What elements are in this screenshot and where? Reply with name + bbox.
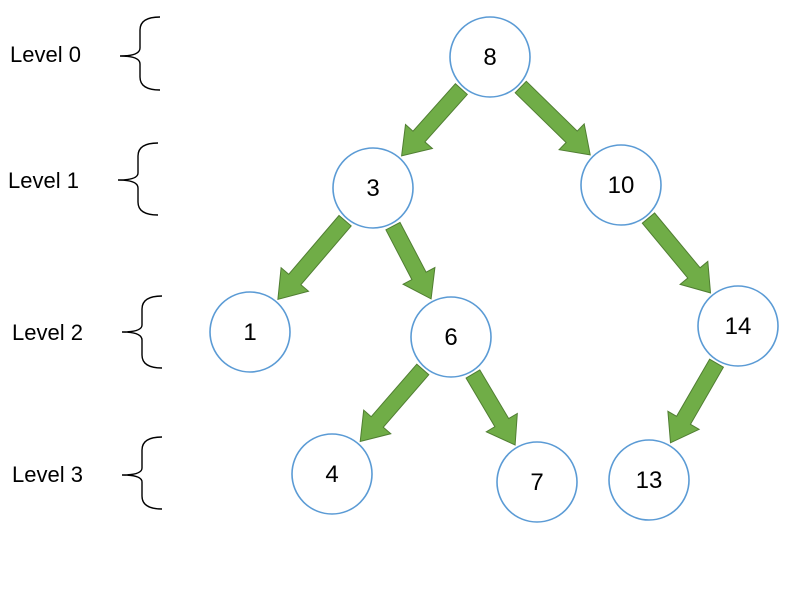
level-brace-1 — [117, 142, 159, 216]
node-circle-10 — [580, 144, 662, 226]
node-circle-13 — [608, 439, 690, 521]
level-label-3: Level 3 — [12, 462, 83, 487]
level-brace-2 — [121, 295, 163, 369]
node-value-6: 6 — [444, 324, 457, 351]
node-value-4: 4 — [325, 461, 338, 488]
node-circle-8 — [449, 16, 531, 98]
node-value-14: 14 — [725, 313, 752, 340]
tree-nodes: 8 3 10 1 6 14 4 7 — [209, 16, 779, 523]
edge-arrow-6-to-7 — [465, 369, 518, 446]
tree-node-6: 6 — [410, 296, 492, 378]
level-label-0: Level 0 — [10, 42, 81, 67]
node-value-10: 10 — [608, 172, 635, 199]
level-brace-3 — [121, 436, 163, 510]
tree-node-10: 10 — [580, 144, 662, 226]
edge-arrow-3-to-1 — [277, 214, 352, 300]
node-circle-1 — [209, 291, 291, 373]
node-circle-14 — [697, 285, 779, 367]
edge-arrow-14-to-13 — [667, 358, 725, 444]
node-value-3: 3 — [366, 175, 379, 202]
level-braces — [117, 16, 163, 510]
tree-node-14: 14 — [697, 285, 779, 367]
edge-arrow-6-to-4 — [359, 363, 430, 443]
tree-node-3: 3 — [332, 147, 414, 229]
level-labels: Level 0 Level 1 Level 2 Level 3 — [8, 42, 83, 487]
node-value-13: 13 — [636, 467, 663, 494]
node-value-1: 1 — [243, 319, 256, 346]
node-value-8: 8 — [483, 44, 496, 71]
node-value-7: 7 — [530, 469, 543, 496]
edge-arrow-10-to-14 — [641, 212, 712, 294]
tree-node-13: 13 — [608, 439, 690, 521]
tree-node-7: 7 — [496, 441, 578, 523]
level-label-1: Level 1 — [8, 168, 79, 193]
edge-arrow-8-to-10 — [514, 80, 591, 156]
node-circle-4 — [291, 433, 373, 515]
tree-node-1: 1 — [209, 291, 291, 373]
level-brace-0 — [119, 16, 161, 91]
level-label-2: Level 2 — [12, 320, 83, 345]
edge-arrow-8-to-3 — [401, 82, 469, 157]
tree-edges — [277, 80, 725, 446]
tree-node-8: 8 — [449, 16, 531, 98]
node-circle-3 — [332, 147, 414, 229]
edge-arrow-3-to-6 — [385, 221, 436, 300]
node-circle-6 — [410, 296, 492, 378]
tree-node-4: 4 — [291, 433, 373, 515]
node-circle-7 — [496, 441, 578, 523]
